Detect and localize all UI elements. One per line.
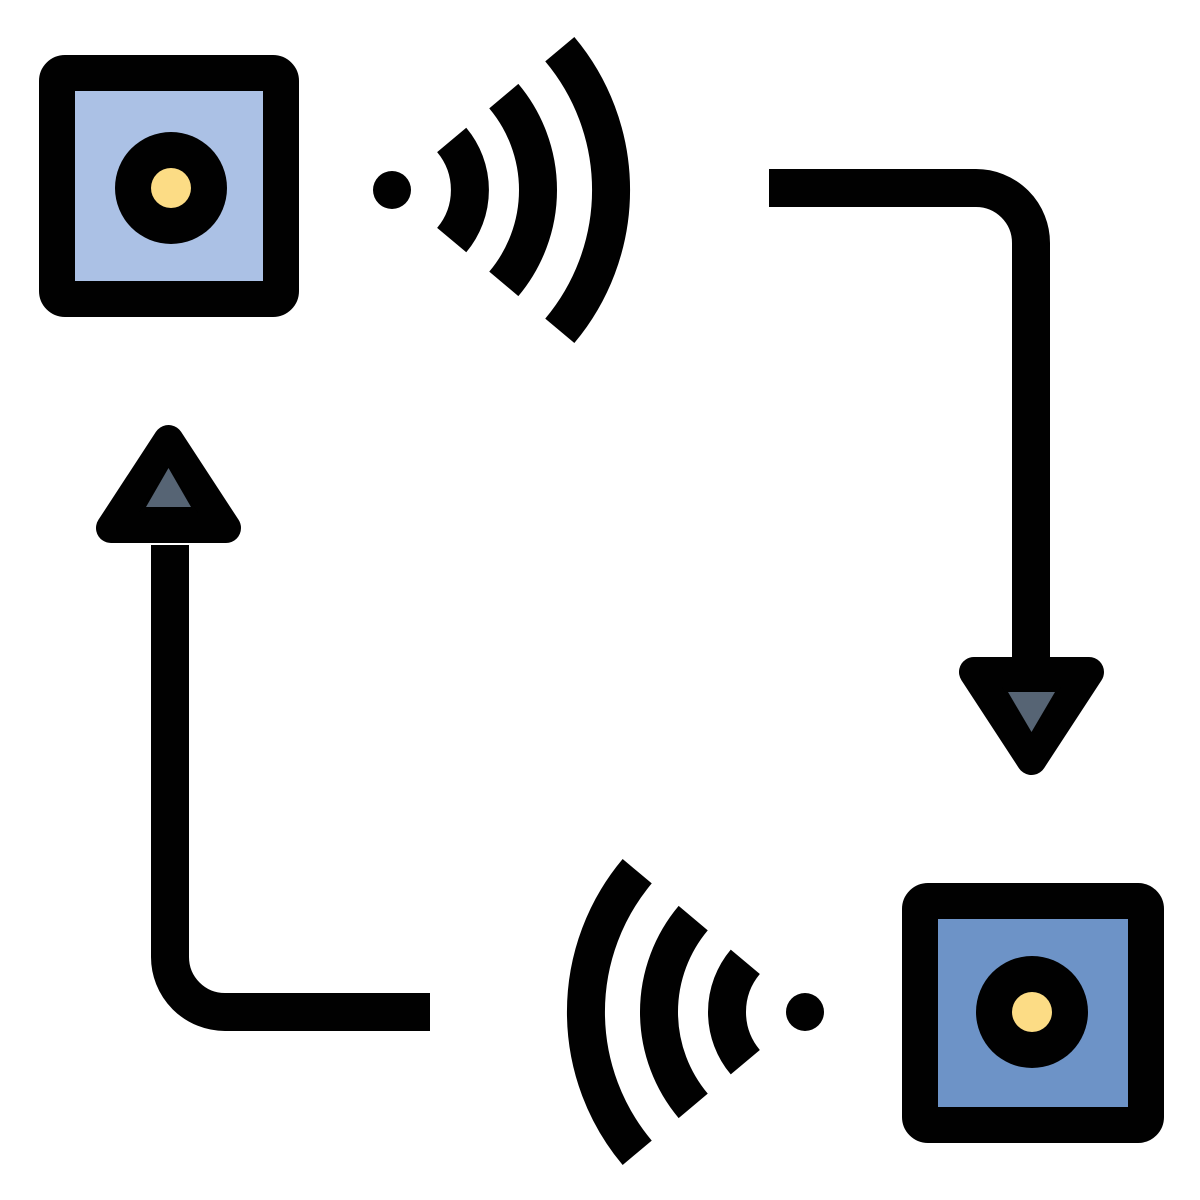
- signal-top-dot: [373, 171, 411, 209]
- signal-top-arc-medium: [488, 83, 557, 297]
- device-top-left-speaker-center: [151, 168, 191, 208]
- arrow-up-head-inner-triangle: [146, 468, 191, 507]
- arrow-down-icon: [769, 169, 1104, 775]
- signal-bottom-arc-medium: [640, 905, 709, 1119]
- signal-bottom-dot: [786, 993, 824, 1031]
- signal-waves-bottom-icon: [567, 858, 824, 1166]
- arrow-down-shaft: [769, 169, 1050, 662]
- signal-bottom-arc-large: [567, 858, 652, 1166]
- signal-bottom-arc-small: [708, 949, 761, 1075]
- device-bottom-right-speaker-center: [1012, 992, 1052, 1032]
- arrow-up-icon: [96, 425, 430, 1031]
- signal-top-arc-small: [436, 127, 489, 253]
- arrow-down-head-inner-triangle: [1008, 692, 1055, 732]
- device-top-left: [39, 55, 299, 317]
- signal-waves-top-icon: [373, 36, 630, 344]
- arrow-up-shaft: [151, 545, 430, 1031]
- signal-top-arc-large: [545, 36, 630, 344]
- device-bottom-right: [902, 883, 1164, 1143]
